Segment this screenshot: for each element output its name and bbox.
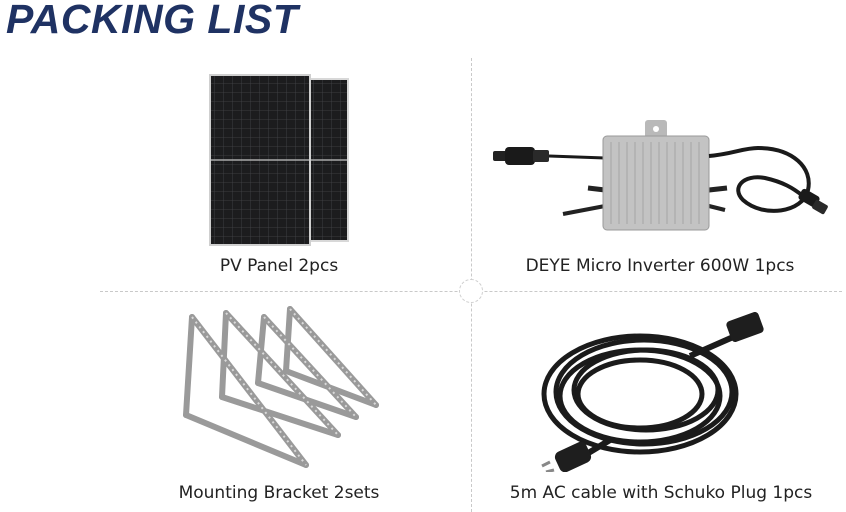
item-label: Mounting Bracket 2sets bbox=[178, 483, 380, 503]
item-label: PV Panel 2pcs bbox=[219, 256, 339, 276]
center-ring bbox=[459, 279, 483, 303]
mounting-bracket-icon bbox=[183, 306, 379, 468]
ac-cable-icon bbox=[541, 312, 764, 472]
solar-panel-icon bbox=[209, 74, 349, 246]
item-label: 5m AC cable with Schuko Plug 1pcs bbox=[509, 483, 813, 503]
page-title: PACKING LIST bbox=[6, 0, 299, 42]
micro-inverter-icon bbox=[493, 120, 828, 231]
item-label: DEYE Micro Inverter 600W 1pcs bbox=[525, 256, 795, 276]
